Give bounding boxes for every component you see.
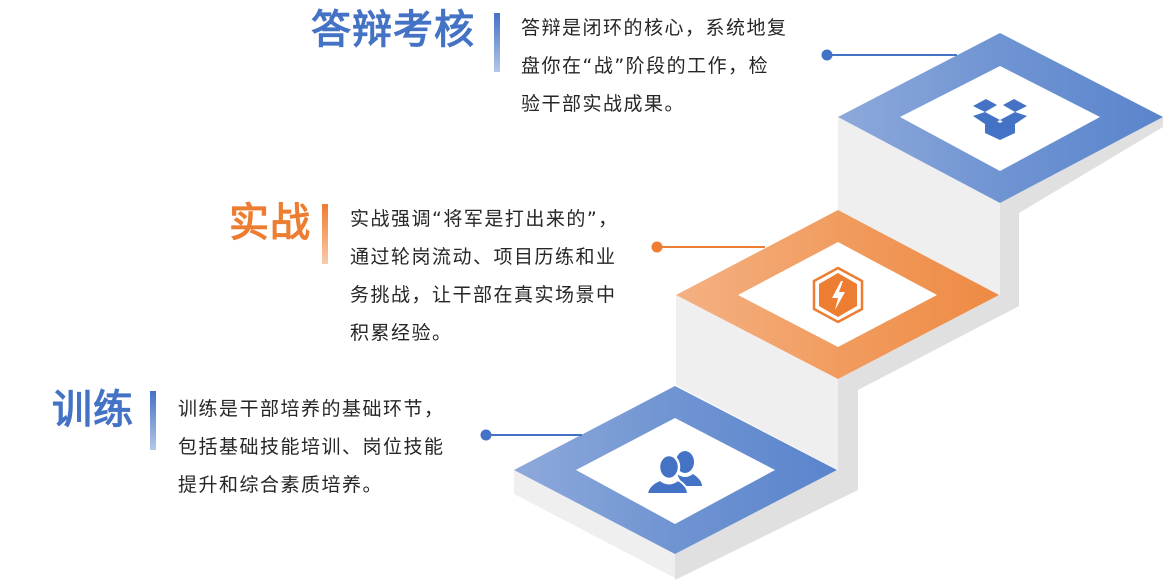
block-right-face — [838, 295, 1019, 490]
lightning-hexagon-icon — [812, 266, 864, 324]
description-line: 积累经验。 — [350, 322, 453, 344]
block-left-face — [514, 470, 675, 578]
description-line: 通过轮岗流动、项目历练和业 — [350, 246, 617, 268]
stage-title-defense: 答辩考核 — [311, 7, 475, 53]
description-line: 训练是干部培养的基础环节， — [178, 398, 445, 420]
connector-practice — [651, 241, 765, 253]
title-accent-bar — [322, 204, 328, 264]
stage-title-practice: 实战 — [229, 200, 311, 246]
block-right-face — [675, 470, 858, 580]
stage-description-training: 训练是干部培养的基础环节， 包括基础技能培训、岗位技能 提升和综合素质培养。 — [178, 390, 445, 504]
connector-dot — [821, 49, 833, 61]
title-accent-bar — [494, 13, 500, 72]
step-block-practice — [676, 210, 1019, 490]
stage-description-practice: 实战强调“将军是打出来的”， 通过轮岗流动、项目历练和业 务挑战，让干部在真实场… — [350, 200, 619, 352]
users-icon — [645, 451, 702, 495]
description-line: 验干部实战成果。 — [521, 93, 686, 115]
connector-defense — [821, 49, 957, 61]
title-accent-bar — [150, 391, 156, 450]
step-block-defense — [838, 33, 1163, 316]
description-line: 务挑战，让干部在真实场景中 — [350, 284, 617, 306]
stage-description-defense: 答辩是闭环的核心，系统地复 盘你在“战”阶段的工作，检 验干部实战成果。 — [521, 9, 788, 123]
description-line: 答辩是闭环的核心，系统地复 — [521, 17, 788, 39]
connector-training — [480, 429, 582, 441]
description-line: 实战强调“将军是打出来的”， — [350, 208, 619, 230]
block-left-face — [676, 295, 838, 470]
block-right-face-lower — [1000, 203, 1019, 316]
description-line: 盘你在“战”阶段的工作，检 — [521, 55, 770, 77]
description-line: 提升和综合素质培养。 — [178, 474, 384, 496]
stage-title-training: 训练 — [52, 387, 134, 433]
open-box-icon — [973, 99, 1027, 140]
step-top-inner — [900, 66, 1100, 171]
description-line: 包括基础技能培训、岗位技能 — [178, 436, 445, 458]
step-block-training — [514, 386, 858, 580]
block-left-face — [838, 117, 1000, 300]
connector-dot — [651, 241, 663, 253]
connector-dot — [480, 429, 492, 441]
